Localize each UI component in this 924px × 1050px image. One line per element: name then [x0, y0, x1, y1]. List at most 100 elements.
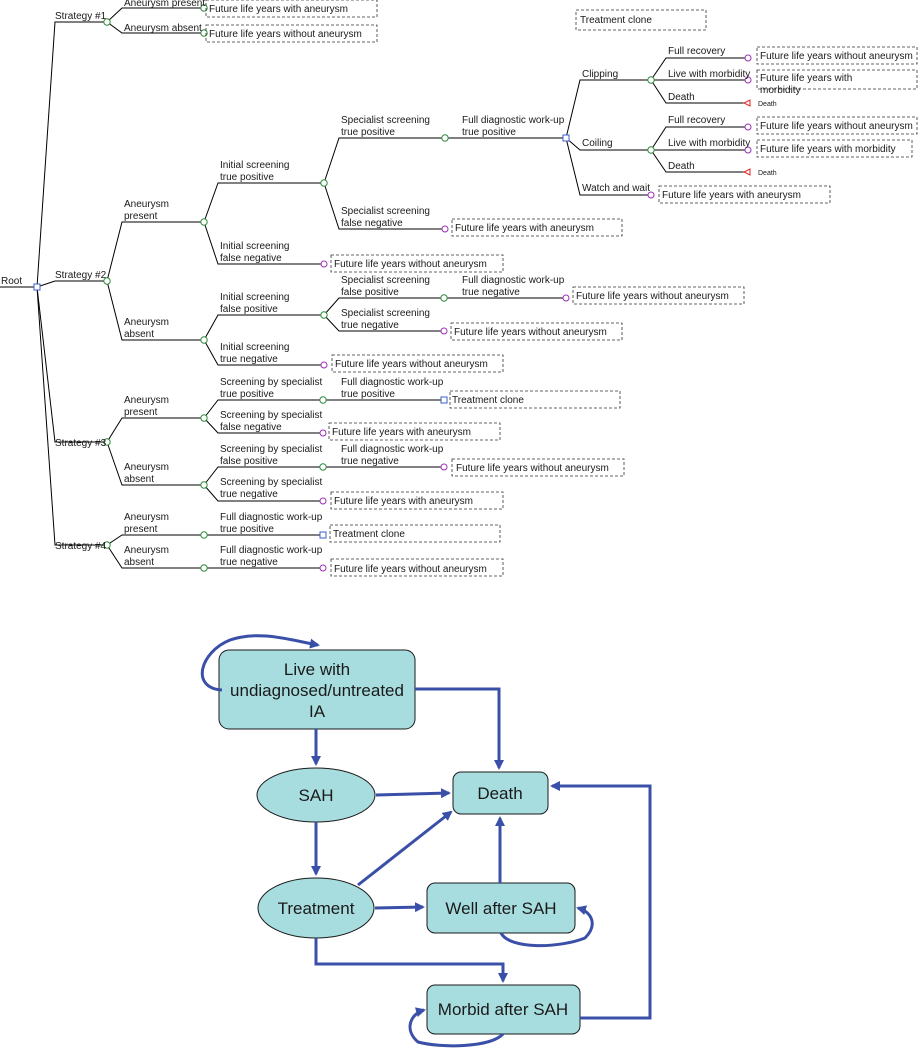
transition-morbid-to-death: [550, 781, 652, 1020]
branch-label: true positive: [220, 172, 274, 183]
terminal-node: [320, 260, 328, 268]
branch-label: true negative: [462, 287, 520, 298]
state-live-label: Live with: [284, 660, 350, 679]
branch-label: Full diagnostic work-up: [462, 115, 565, 126]
state-live-label: IA: [309, 702, 326, 721]
strategy1-label: Strategy #1: [55, 11, 107, 22]
death-marker: [742, 99, 751, 107]
outcome-box: [756, 139, 913, 158]
branch-label: true positive: [220, 524, 274, 535]
branch-label: Initial screening: [220, 160, 289, 171]
outcome-box: [331, 354, 504, 373]
branch-label: Death: [668, 92, 695, 103]
outcome-label: Future life years with aneurysm: [334, 496, 473, 507]
outcome-label: Future life years with aneurysm: [332, 427, 471, 438]
terminal-node: [319, 564, 327, 572]
state-death: [452, 771, 549, 815]
outcome-label: Treatment clone: [333, 529, 405, 540]
chance-node: [200, 218, 208, 226]
chance-node: [200, 336, 208, 344]
outcome-box: [756, 46, 918, 65]
branch-label: Screening by specialist: [220, 477, 322, 488]
chance-node: [103, 277, 111, 285]
transition-well-self: [499, 905, 594, 948]
branch-label: true negative: [220, 354, 278, 365]
state-treatment-label: Treatment: [278, 899, 355, 918]
strategy4-label: Strategy #4: [55, 541, 107, 552]
branch-label: Live with morbidity: [668, 138, 750, 149]
decision-tree: [0, 7, 748, 569]
outcome-label: Future life years without aneurysm: [456, 463, 609, 474]
outcome-label: Future life years without aneurysm: [334, 259, 487, 270]
outcome-box: [329, 524, 501, 543]
branch-label: Coiling: [582, 138, 613, 149]
branch-label: true positive: [462, 127, 516, 138]
strategy3-label: Strategy #3: [55, 438, 107, 449]
outcome-box: [328, 422, 501, 441]
terminal-node: [744, 54, 752, 62]
branch-label: Specialist screening: [341, 275, 430, 286]
branch-label: Full diagnostic work-up: [220, 545, 323, 556]
death-terminal-label: Death: [758, 170, 777, 177]
branch-label: Specialist screening: [341, 308, 430, 319]
terminal-node: [440, 463, 448, 471]
branch-label: absent: [124, 557, 154, 568]
branch-label: Aneurysm: [124, 199, 169, 210]
branch-label: present: [124, 524, 158, 535]
branch-label: false negative: [341, 218, 403, 229]
branch-label: Aneurysm: [124, 395, 169, 406]
strategy2-label: Strategy #2: [55, 270, 107, 281]
state-death-label: Death: [477, 784, 522, 803]
branch-label: Initial screening: [220, 292, 289, 303]
branch-label: Aneurysm: [124, 545, 169, 556]
branch-label: Screening by specialist: [220, 377, 322, 388]
chance-node: [200, 414, 208, 422]
chance-node: [647, 76, 655, 84]
chance-node: [320, 179, 328, 187]
markov-state-diagram: Live with undiagnosed/untreated IA SAH D…: [200, 634, 652, 1048]
outcome-label: morbidity: [760, 85, 801, 96]
outcome-label: Future life years with morbidity: [760, 144, 896, 155]
state-morbid-after-sah: [426, 984, 581, 1035]
terminal-node: [320, 361, 328, 369]
chance-node: [319, 396, 327, 404]
clone-decision-node: [562, 134, 570, 142]
branch-label: Aneurysm: [124, 512, 169, 523]
branch-label: Live with morbidity: [668, 69, 750, 80]
branch-label: false negative: [220, 422, 282, 433]
terminal-node: [744, 123, 752, 131]
branch-label: false negative: [220, 253, 282, 264]
outcome-label: Future life years with aneurysm: [209, 4, 348, 15]
death-marker: [742, 168, 751, 176]
branch-label: true positive: [220, 389, 274, 400]
outcome-box: [330, 491, 504, 510]
outcome-label: Future life years with: [760, 73, 852, 84]
outcome-label: Future life years without aneurysm: [209, 29, 362, 40]
outcome-box: [450, 322, 623, 341]
branch-label: true negative: [341, 456, 399, 467]
terminal-node: [562, 294, 570, 302]
terminal-node: [441, 225, 449, 233]
terminal-node: [744, 76, 752, 84]
branch-label: Aneurysm absent: [124, 23, 202, 34]
outcome-label: Future life years without aneurysm: [454, 327, 607, 338]
transition-live-to-death: [415, 687, 504, 770]
branch-label: false positive: [220, 456, 278, 467]
terminal-node: [319, 429, 327, 437]
transition-treatment-to-well: [374, 902, 425, 913]
branch-label: true negative: [220, 489, 278, 500]
death-terminal-label: Death: [758, 101, 777, 108]
branch-label: false positive: [341, 287, 399, 298]
branch-label: Screening by specialist: [220, 410, 322, 421]
branch-label: true positive: [341, 389, 395, 400]
chance-node: [440, 294, 448, 302]
state-live-label: undiagnosed/untreated: [230, 681, 404, 700]
terminal-node: [319, 497, 327, 505]
branch-label: false positive: [220, 304, 278, 315]
root-label: Root: [1, 276, 22, 287]
outcome-box: [205, 24, 378, 43]
branch-label: Full diagnostic work-up: [341, 377, 444, 388]
outcome-label: Future life years without aneurysm: [334, 564, 487, 575]
branch-label: Specialist screening: [341, 115, 430, 126]
